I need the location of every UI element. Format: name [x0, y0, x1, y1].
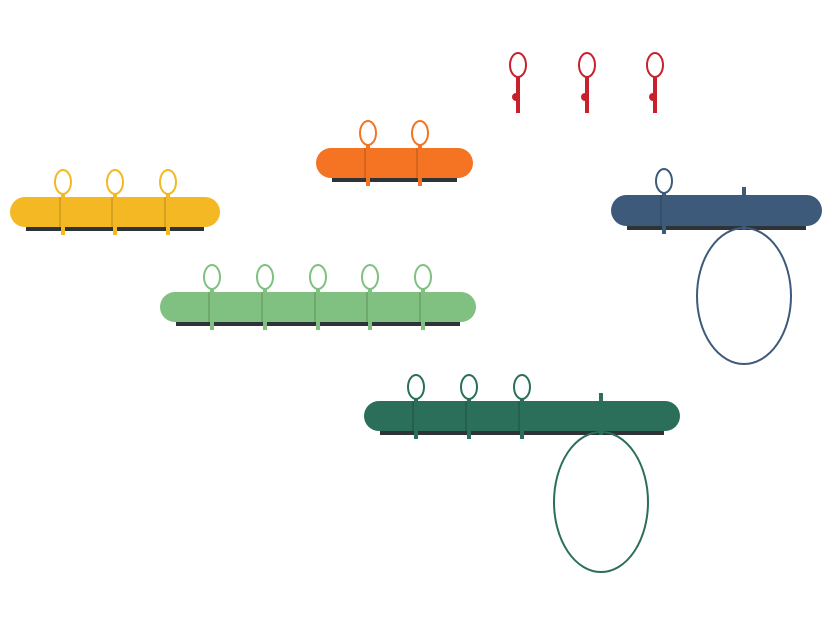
shelf-shadow [627, 224, 806, 230]
hook-loop [655, 168, 673, 194]
single-hook [646, 52, 664, 113]
hook [203, 264, 221, 330]
hook [414, 264, 432, 330]
shelf-shadow [332, 176, 457, 182]
hook [361, 264, 379, 330]
hook-loop [106, 169, 124, 195]
hook [407, 374, 425, 439]
hook-loop [159, 169, 177, 195]
towel-ring [696, 227, 792, 365]
towel-ring [553, 431, 649, 573]
hook-loop [54, 169, 72, 195]
hook-loop [578, 52, 596, 78]
hook-loop [411, 120, 429, 146]
hook-loop [509, 52, 527, 78]
wall-mount-knob [581, 93, 589, 101]
hook-loop [513, 374, 531, 400]
hook [106, 169, 124, 235]
orange-rack [316, 120, 473, 186]
hook-loop [309, 264, 327, 290]
blue-rack [611, 168, 822, 365]
hook-loop [407, 374, 425, 400]
yellow-rack [10, 169, 220, 235]
hook [655, 168, 673, 234]
hook-loop [646, 52, 664, 78]
hook-loop [256, 264, 274, 290]
wall-mount-knob [512, 93, 520, 101]
red-single-hooks [509, 52, 664, 113]
hook [411, 120, 429, 186]
hook-loop [361, 264, 379, 290]
hook [54, 169, 72, 235]
single-hook [578, 52, 596, 113]
hook [359, 120, 377, 186]
hook-loop [203, 264, 221, 290]
wall-mount-knob [649, 93, 657, 101]
hook [159, 169, 177, 235]
dark-green-rack [364, 374, 680, 573]
hook [309, 264, 327, 330]
hook [256, 264, 274, 330]
shelf-bar [316, 148, 473, 178]
single-hook [509, 52, 527, 113]
hook [460, 374, 478, 439]
hook [513, 374, 531, 439]
hook-loop [414, 264, 432, 290]
hook-loop [359, 120, 377, 146]
shelf-bar [611, 195, 822, 226]
light-green-rack [160, 264, 476, 330]
hook-loop [460, 374, 478, 400]
